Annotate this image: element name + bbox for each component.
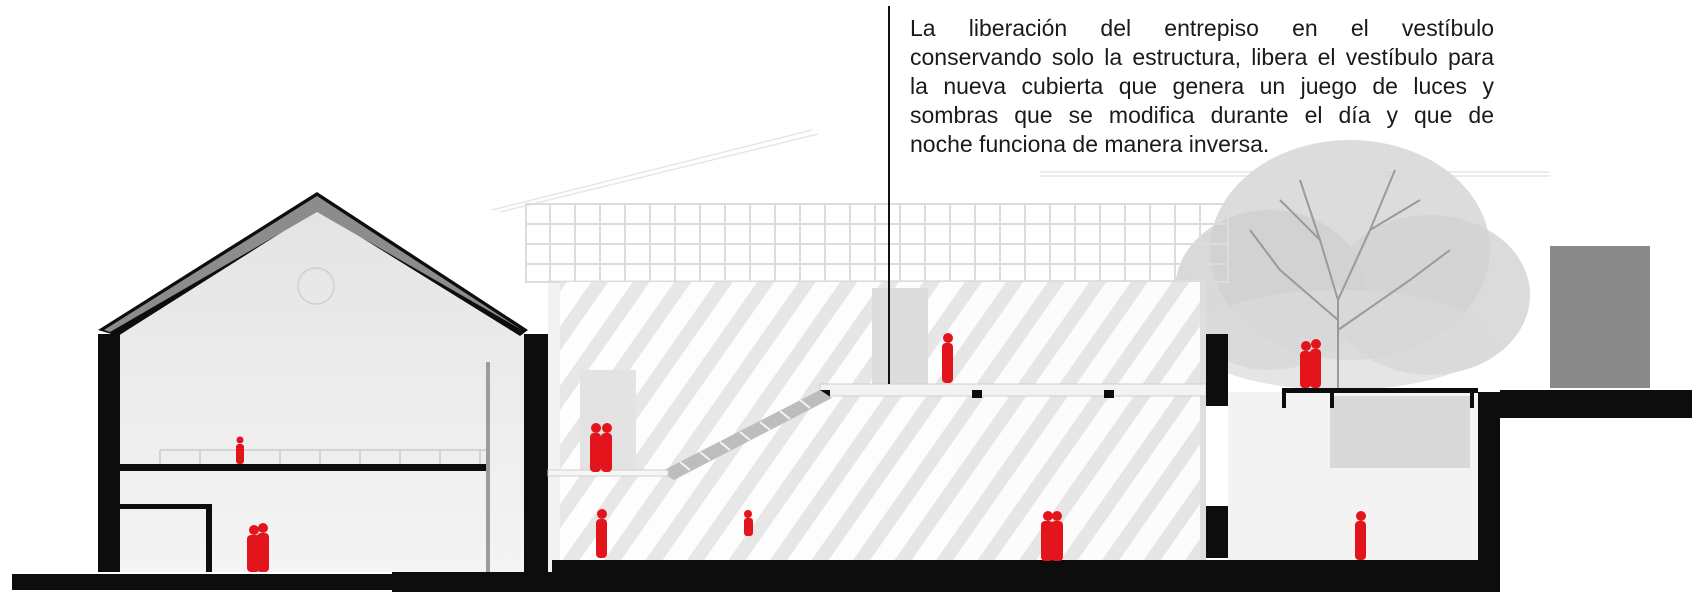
mezzanine-railing: [159, 449, 486, 464]
annotation-line: noche funciona de manera inversa.: [910, 131, 1270, 157]
annotation-leader-line: [888, 6, 890, 384]
roof-grid-structure: [525, 203, 1229, 283]
central-volume: [872, 288, 928, 384]
stair: [660, 390, 832, 480]
annotation-text: La liberación del entrepiso en el vestíb…: [910, 14, 1494, 159]
figure-annex-ground: [1355, 511, 1366, 560]
inner-partition-post: [206, 504, 212, 572]
figure-gable-ground-pair: [247, 523, 269, 572]
figure-hall-under-stair: [744, 510, 753, 536]
left-wall: [98, 334, 120, 572]
right-annex-screen: [1330, 396, 1470, 468]
ground-slab-mid: [392, 572, 552, 592]
annotation-line: la nueva cubierta que genera un juego de…: [910, 73, 1494, 99]
right-retaining-wall: [1478, 392, 1500, 572]
right-terrain: [1500, 390, 1692, 418]
hall-right-wall-lower: [1206, 506, 1228, 558]
figure-hall-upper-pair: [590, 423, 612, 472]
thin-column: [486, 362, 490, 572]
hall-right-wall-upper: [1206, 334, 1228, 406]
separating-wall: [524, 334, 548, 574]
figure-gable-mezzanine: [236, 436, 244, 464]
right-annex-roof: [1282, 388, 1478, 393]
stair-treads: [679, 399, 811, 471]
gable-building-interior: [120, 210, 524, 572]
left-mezzanine-slab: [120, 464, 486, 471]
ground-slab-main: [552, 560, 1500, 592]
tree-silhouette: [1175, 140, 1530, 392]
neighbor-block: [1550, 246, 1650, 388]
inner-partition: [120, 504, 212, 509]
human-figures: [236, 333, 1366, 572]
ground-slab-left: [12, 574, 392, 590]
annotation-line: La liberación del entrepiso en el vestíb…: [910, 15, 1494, 41]
annotation-line: conservando solo la estructura, libera e…: [910, 44, 1494, 70]
figure-hall-ground-pair: [1041, 511, 1063, 561]
annotation-line: sombras que se modifica durante el día y…: [910, 102, 1494, 128]
figure-hall-upper-slab: [942, 333, 953, 383]
right-annex-posts: [1282, 388, 1474, 408]
gable-oculus: [297, 267, 335, 305]
figure-annex-roof-pair: [1300, 339, 1321, 388]
figure-hall-lower-left: [596, 509, 607, 558]
hall-upper-slab: [819, 383, 1207, 397]
